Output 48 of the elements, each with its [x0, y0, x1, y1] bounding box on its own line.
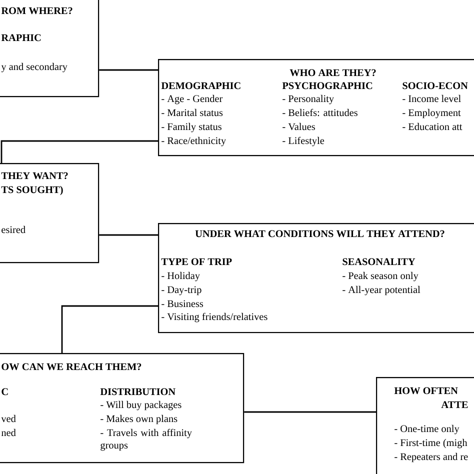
list-item: - Makes own plans [100, 414, 178, 424]
list-item: - Will buy packages [100, 400, 182, 410]
connector-line [0, 140, 158, 163]
list-item: - Education att [402, 122, 462, 130]
list-item: ned [1, 428, 16, 436]
list-item: - Beliefs: attitudes [282, 108, 358, 116]
connector-line [244, 411, 376, 413]
heading: SOCIO-ECON [402, 82, 468, 90]
list-item: - Visiting friends/relatives [162, 312, 268, 322]
list-item: - Values [282, 122, 315, 130]
list-item: - Race/ethnicity [162, 136, 226, 146]
list-item: - Day-trip [162, 286, 202, 296]
list-item: - Peak season only [342, 272, 418, 282]
heading: WHO ARE THEY? [290, 69, 376, 76]
list-item: - Family status [162, 122, 222, 132]
heading: ATTE [441, 401, 468, 408]
list-item: - Holiday [162, 272, 200, 282]
list-item: esired [2, 226, 26, 234]
connector-line [99, 69, 158, 71]
list-item: - One-time only [394, 424, 460, 434]
heading: TYPE OF TRIP [161, 258, 232, 266]
list-item: - All-year potential [342, 286, 420, 296]
list-item: - Marital status [162, 108, 223, 116]
heading: PSYCHOGRAPHIC [282, 82, 372, 90]
heading: UNDER WHAT CONDITIONS WILL THEY ATTEND? [195, 230, 444, 238]
list-item: - Age - Gender [162, 94, 223, 104]
list-item: - Personality [282, 94, 334, 104]
list-item: - Travels with affinity groups [100, 428, 192, 451]
heading: DISTRIBUTION [100, 388, 176, 396]
list-item: - First-time (migh [394, 438, 468, 448]
list-item: - Employment [402, 108, 461, 118]
heading: SEASONALITY [342, 258, 416, 266]
connector-line [99, 234, 158, 236]
heading: HOW OFTEN [394, 387, 458, 394]
heading: RAPHIC [1, 34, 41, 42]
heading: DEMOGRAPHIC [161, 82, 240, 90]
heading: TS SOUGHT) [1, 186, 63, 196]
list-item: - Business [162, 300, 204, 308]
heading: ROM WHERE? [1, 7, 72, 14]
heading: OW CAN WE REACH THEM? [2, 363, 142, 370]
list-item: ved [1, 414, 16, 422]
connector-line [61, 305, 158, 353]
list-item: - Lifestyle [282, 136, 324, 146]
list-item: - Income level [402, 94, 461, 102]
list-item: - Repeaters and re [394, 452, 468, 462]
list-item: y and secondary [1, 62, 68, 72]
heading: THEY WANT? [1, 172, 68, 180]
heading: C [2, 388, 8, 396]
